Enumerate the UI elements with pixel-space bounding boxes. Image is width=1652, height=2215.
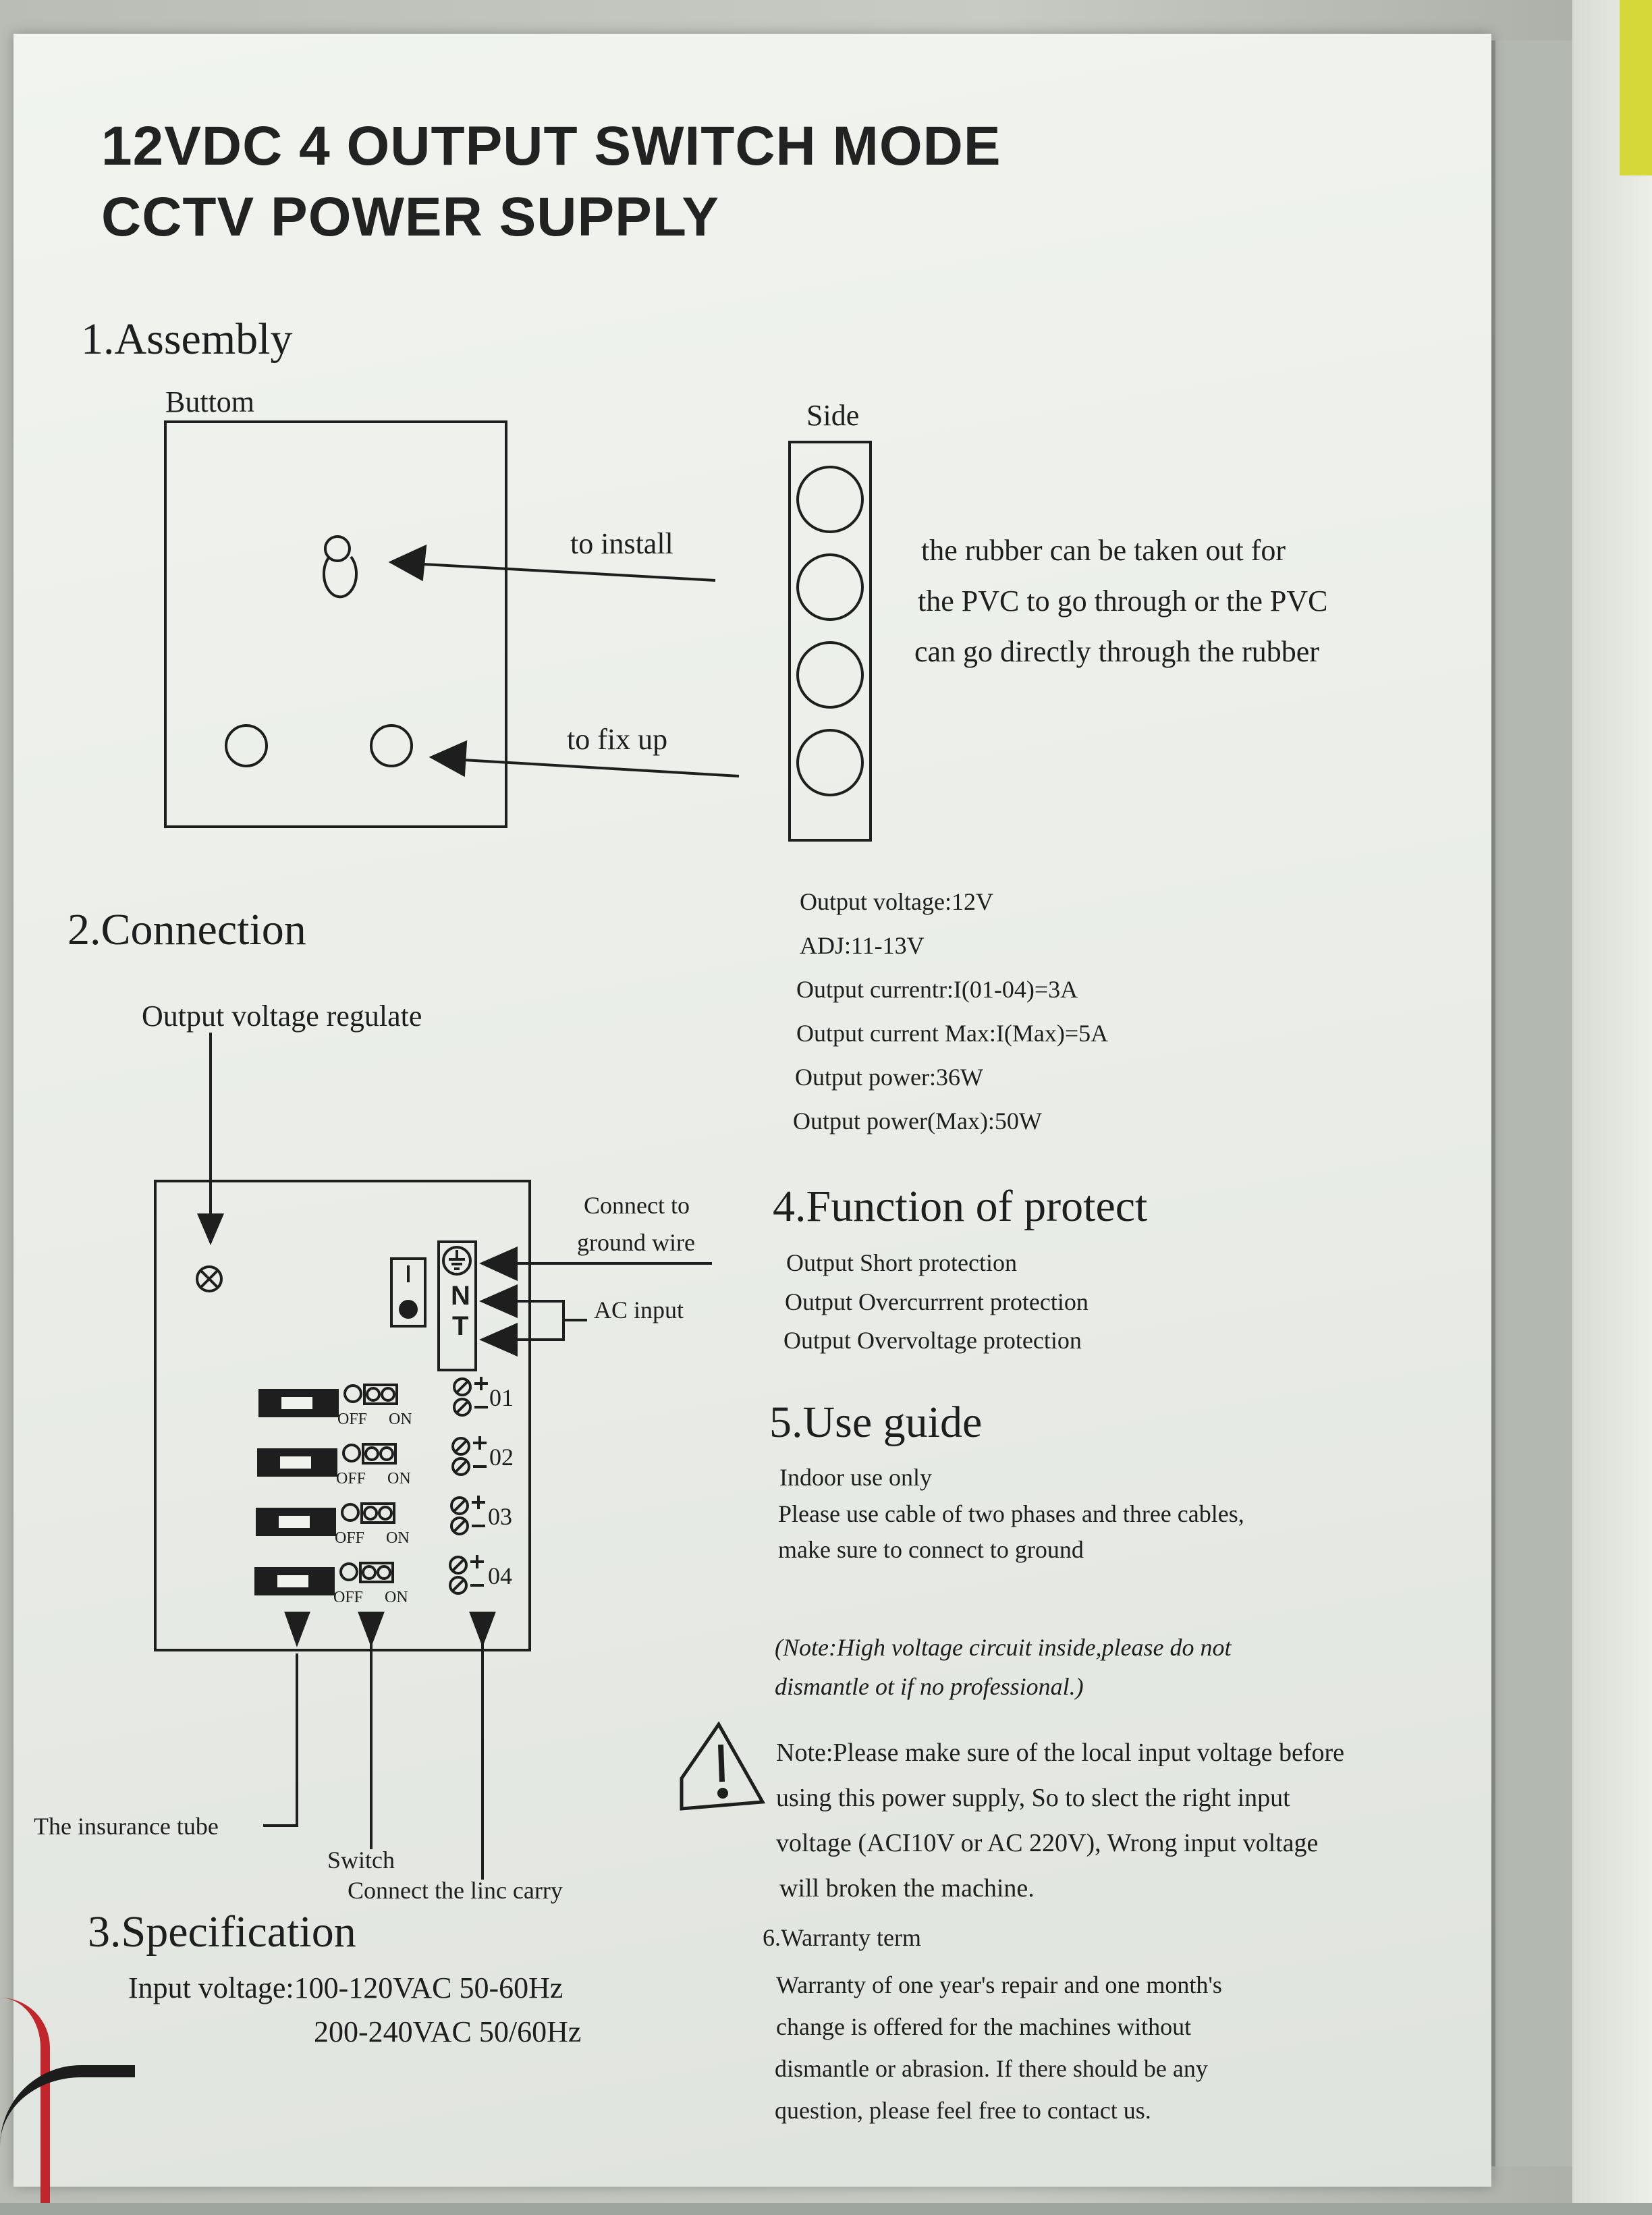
rubber-grommet-3: [796, 641, 864, 709]
output-02-label: 02: [489, 1444, 514, 1471]
output-04-label: 04: [488, 1562, 512, 1589]
rubber-note-line-1: the rubber can be taken out for: [921, 534, 1286, 567]
warranty-line-4: question, please feel free to contact us…: [775, 2097, 1151, 2124]
bottom-label: Buttom: [165, 385, 255, 418]
warranty-line-1: Warranty of one year's repair and one mo…: [776, 1971, 1222, 1998]
voltage-adjust-icon: [196, 1265, 223, 1292]
assembly-heading: 1.Assembly: [81, 315, 293, 364]
input-voltage-line-1: Input voltage:100-120VAC 50-60Hz: [128, 1971, 563, 2004]
connection-heading: 2.Connection: [67, 905, 306, 954]
use-guide-line-3: make sure to connect to ground: [778, 1536, 1084, 1563]
warranty-line-2: change is offered for the machines witho…: [776, 2013, 1192, 2040]
switch-3-on: ON: [386, 1529, 410, 1547]
warning-triangle-icon: [680, 1721, 766, 1811]
rubber-grommet-2: [796, 553, 864, 621]
spec-output-power: Output power:36W: [795, 1064, 983, 1091]
use-guide-line-2: Please use cable of two phases and three…: [778, 1500, 1244, 1527]
protect-item-1: Output Short protection: [786, 1249, 1017, 1276]
output-03-label: 03: [488, 1503, 512, 1530]
spec-output-current: Output currentr:I(01-04)=3A: [796, 976, 1078, 1003]
diagrams-layer: [154, 420, 872, 1880]
ground-wire-label: ground wire: [577, 1229, 695, 1256]
switch-label: Switch: [327, 1847, 395, 1874]
protect-item-2: Output Overcurrrent protection: [785, 1288, 1089, 1315]
yellow-tape: [1620, 0, 1652, 175]
protect-heading: 4.Function of protect: [773, 1182, 1148, 1231]
connect-line-carry-label: Connect the linc carry: [348, 1877, 563, 1904]
fuse-holder: [390, 1257, 426, 1328]
spec-output-voltage: Output voltage:12V: [800, 888, 993, 915]
caution-note-line-2: dismantle ot if no professional.): [775, 1673, 1084, 1700]
output-01-label: 01: [489, 1384, 514, 1411]
ac-input-label: AC input: [594, 1296, 684, 1323]
side-label: Side: [806, 399, 860, 432]
protect-item-3: Output Overvoltage protection: [783, 1327, 1082, 1354]
switch-2-on: ON: [387, 1470, 411, 1487]
warning-note-line-2: using this power supply, So to slect the…: [776, 1784, 1290, 1812]
to-fix-up-arrow: [451, 758, 740, 777]
ground-icon: [442, 1246, 472, 1276]
connect-to-label: Connect to: [584, 1192, 690, 1219]
insurance-tube-pointer: [263, 1653, 298, 1827]
specification-heading: 3.Specification: [88, 1907, 356, 1957]
switch-4-on: ON: [385, 1589, 408, 1606]
fix-hole-left: [225, 724, 268, 767]
rubber-note-line-2: the PVC to go through or the PVC: [918, 584, 1328, 618]
enclosure-rim: [1491, 40, 1576, 2166]
switch-1-on: ON: [389, 1411, 412, 1428]
use-guide-line-1: Indoor use only: [779, 1464, 932, 1491]
to-install-label: to install: [570, 527, 673, 560]
spec-adj: ADJ:11-13V: [800, 932, 925, 959]
switch-2-off: OFF: [336, 1470, 366, 1487]
to-install-arrow: [411, 562, 716, 582]
rubber-note-line-3: can go directly through the rubber: [914, 635, 1319, 668]
bottom-view-outline: [164, 420, 507, 828]
keyhole-mount-icon: [323, 535, 358, 599]
warranty-line-3: dismantle or abrasion. If there should b…: [775, 2055, 1208, 2082]
warning-note-line-4: will broken the machine.: [779, 1874, 1035, 1903]
side-view-outline: [788, 441, 872, 842]
terminal-t: T: [452, 1311, 469, 1341]
to-fix-up-label: to fix up: [567, 723, 668, 756]
connection-board-outline: [154, 1180, 531, 1651]
output-switch-rows: [254, 1377, 488, 1595]
terminal-n: N: [451, 1281, 470, 1311]
switch-3-off: OFF: [335, 1529, 365, 1547]
switch-1-off: OFF: [337, 1411, 368, 1428]
use-guide-heading: 5.Use guide: [769, 1398, 983, 1447]
enclosure-edge: [1572, 0, 1652, 2203]
rubber-grommet-1: [796, 466, 864, 533]
output-voltage-regulate-label: Output voltage regulate: [142, 1000, 422, 1033]
rubber-grommet-4: [796, 729, 864, 796]
spec-output-power-max: Output power(Max):50W: [793, 1108, 1042, 1134]
title-line-2: CCTV POWER SUPPLY: [101, 186, 720, 248]
insurance-tube-label: The insurance tube: [34, 1813, 219, 1840]
switch-4-off: OFF: [333, 1589, 364, 1606]
warning-note-line-3: voltage (ACI10V or AC 220V), Wrong input…: [776, 1829, 1319, 1857]
ac-input-bracket: [516, 1300, 587, 1341]
ac-terminal-block: [437, 1240, 477, 1371]
warning-note-line-1: Note:Please make sure of the local input…: [776, 1739, 1345, 1767]
warranty-heading: 6.Warranty term: [763, 1924, 922, 1951]
spec-output-current-max: Output current Max:I(Max)=5A: [796, 1020, 1109, 1047]
input-voltage-line-2: 200-240VAC 50/60Hz: [314, 2015, 582, 2048]
caution-note-line-1: (Note:High voltage circuit inside,please…: [775, 1634, 1232, 1661]
fix-hole-right: [370, 724, 413, 767]
title-line-1: 12VDC 4 OUTPUT SWITCH MODE: [101, 115, 1001, 177]
instruction-sheet: 12VDC 4 OUTPUT SWITCH MODE CCTV POWER SU…: [13, 34, 1491, 2187]
